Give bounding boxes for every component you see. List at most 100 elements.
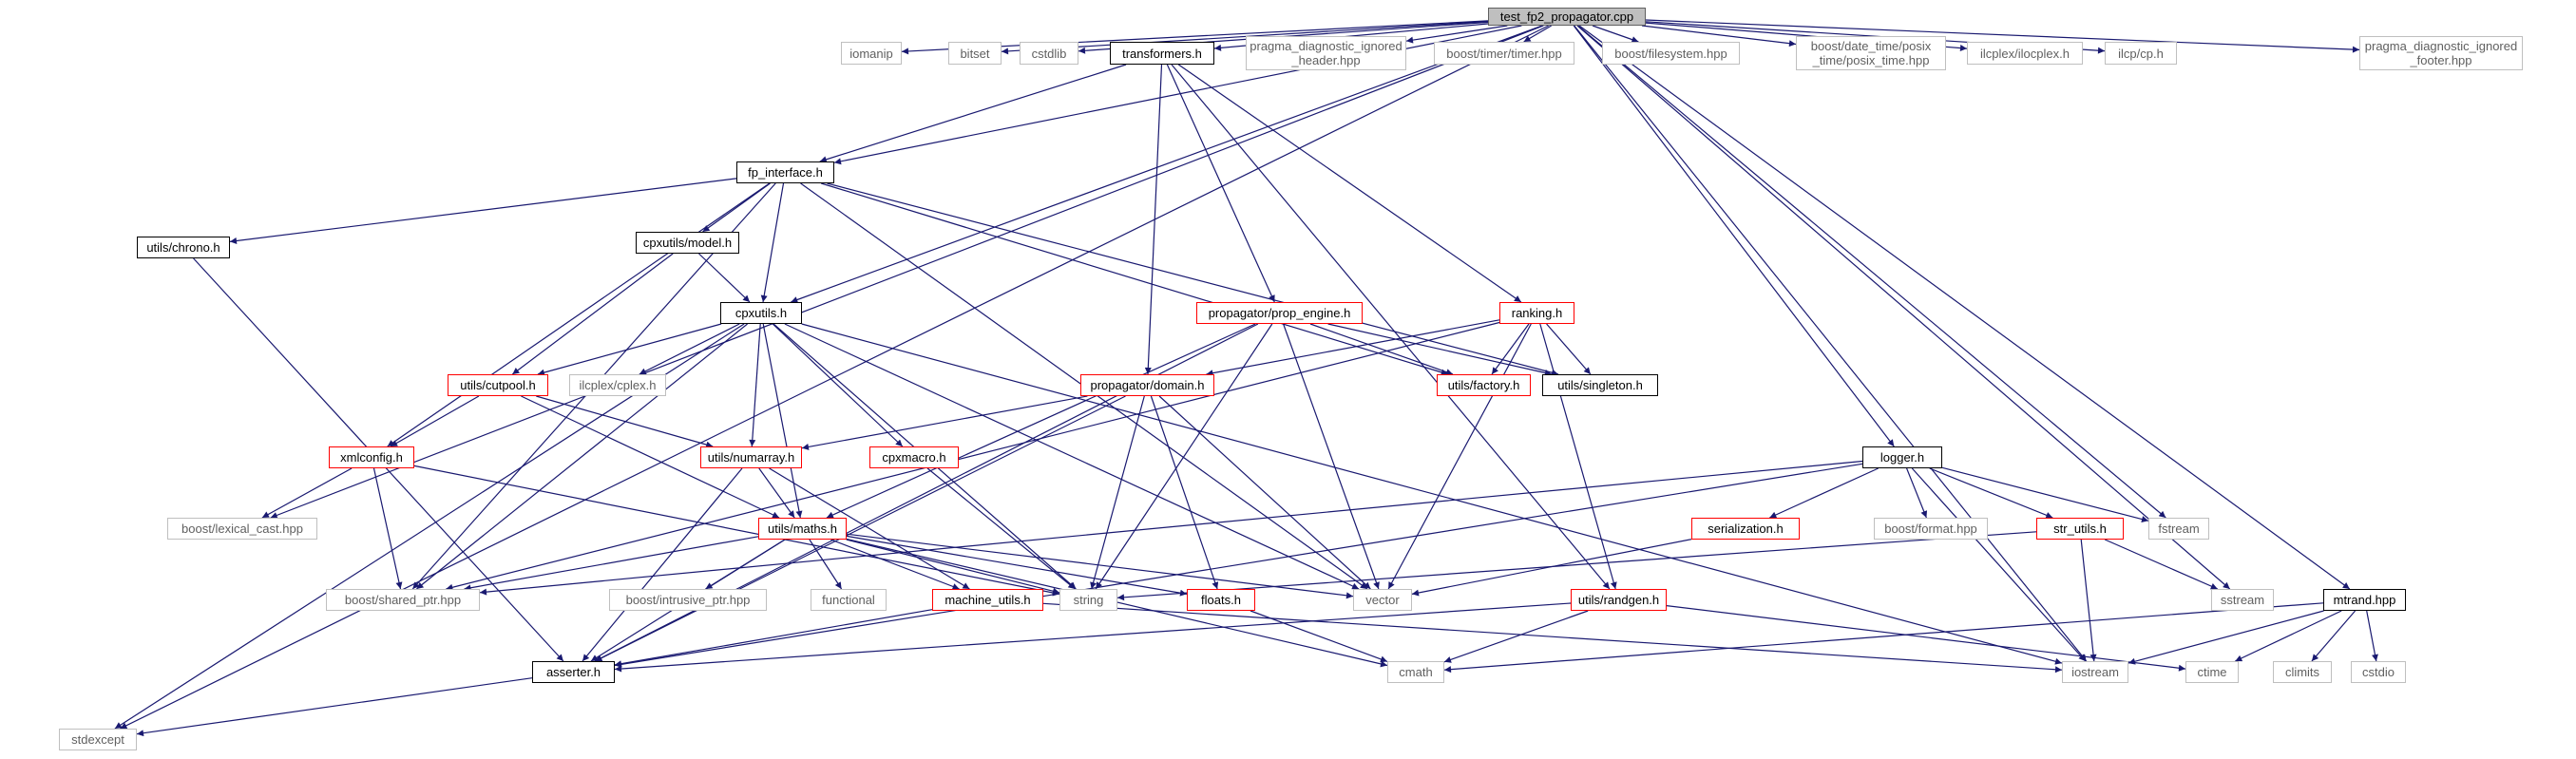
node-pragma-diagnostic-ignored-footer: pragma_diagnostic_ignored _footer.hpp — [2359, 36, 2523, 70]
node-propagator-domain-h[interactable]: propagator/domain.h — [1080, 374, 1214, 396]
edge-model-to-cutpool — [511, 253, 674, 375]
node-stdexcept: stdexcept — [59, 729, 137, 750]
node-cpxmacro-h[interactable]: cpxmacro.h — [869, 446, 959, 468]
node-propagator-prop-engine-h[interactable]: propagator/prop_engine.h — [1196, 302, 1363, 324]
edge-logger-to-asserter — [614, 463, 1863, 668]
node-ilcplex-ilocplex: ilcplex/ilocplex.h — [1967, 42, 2083, 65]
edge-prop_engine-to-factory — [1309, 323, 1454, 375]
node-fstream: fstream — [2148, 518, 2209, 540]
node-fp-interface-h[interactable]: fp_interface.h — [736, 161, 834, 183]
edge-maths-to-machine_utils — [830, 539, 960, 590]
edge-fp_interface-to-model — [702, 182, 771, 233]
edge-logger-to-iostream — [1911, 467, 2087, 662]
edge-logger-to-str_utils — [1929, 467, 2053, 519]
edge-floats-to-cmath — [1250, 610, 1388, 663]
edge-mtrand-to-climits — [2311, 610, 2357, 662]
edge-transformers_h-to-ranking — [1177, 64, 1522, 303]
node-boost-filesystem: boost/filesystem.hpp — [1602, 42, 1740, 65]
edge-root-to-bitset — [1001, 21, 1489, 55]
edge-cpxutils-to-numarray — [749, 323, 761, 447]
edge-str_utils-to-sstream — [2104, 539, 2219, 590]
edge-transformers_h-to-fp_interface — [819, 64, 1127, 163]
node-asserter-h[interactable]: asserter.h — [532, 661, 615, 683]
node-xmlconfig-h[interactable]: xmlconfig.h — [329, 446, 414, 468]
edge-ranking-to-singleton — [1546, 323, 1592, 375]
edge-cpxutils-to-cpxmacro — [772, 323, 904, 447]
node-logger-h[interactable]: logger.h — [1862, 446, 1942, 468]
edge-cpxutils-to-iostream — [801, 323, 2063, 665]
edge-transformers_h-to-domain — [1144, 64, 1163, 375]
node-utils-cutpool-h[interactable]: utils/cutpool.h — [448, 374, 548, 396]
edge-machine_utils-to-iostream — [1042, 602, 2063, 674]
edge-fp_interface-to-xmlconfig — [387, 182, 771, 447]
edge-ranking-to-factory — [1491, 323, 1530, 375]
edge-domain-to-vector — [1158, 395, 1371, 590]
edge-maths-to-vector — [846, 533, 1354, 599]
node-machine-utils-h[interactable]: machine_utils.h — [932, 589, 1043, 611]
node-bitset: bitset — [948, 42, 1002, 65]
node-transformers-h[interactable]: transformers.h — [1110, 42, 1214, 65]
node-mtrand-hpp[interactable]: mtrand.hpp — [2323, 589, 2406, 611]
node-cstdlib: cstdlib — [1020, 42, 1078, 65]
edge-domain-to-asserter — [595, 395, 1126, 662]
edge-cpxutils-to-maths — [762, 323, 803, 519]
edge-root-to-filesystem — [1592, 25, 1639, 43]
edge-cpxutils-to-vector — [784, 323, 1360, 590]
edge-mtrand-to-cstdio — [2366, 610, 2378, 662]
edge-randgen-to-asserter — [614, 602, 1572, 673]
edge-root-to-lexical_cast — [270, 25, 1544, 519]
edge-cutpool-to-maths — [521, 395, 780, 519]
edge-root-to-posix_time — [1641, 25, 1797, 47]
edge-mtrand-to-iostream — [2128, 610, 2324, 665]
node-utils-singleton-h[interactable]: utils/singleton.h — [1542, 374, 1658, 396]
node-utils-numarray-h[interactable]: utils/numarray.h — [700, 446, 802, 468]
node-ranking-h[interactable]: ranking.h — [1499, 302, 1574, 324]
edge-root-to-pragma_hdr — [1405, 25, 1508, 44]
node-iostream: iostream — [2062, 661, 2128, 683]
edge-logger-to-serialization — [1769, 467, 1879, 519]
edge-ranking-to-domain — [1206, 319, 1500, 377]
edge-prop_engine-to-string — [1095, 323, 1273, 590]
edge-root-to-sstream — [1576, 25, 2231, 590]
node-cstdio: cstdio — [2351, 661, 2406, 683]
node-utils-factory-h[interactable]: utils/factory.h — [1437, 374, 1531, 396]
edge-model-to-cpxutils — [698, 253, 751, 303]
edge-cpxutils-to-cutpool — [537, 323, 722, 376]
edge-logger-to-format_hpp — [1906, 467, 1928, 519]
edge-root-to-fp_interface — [833, 25, 1522, 165]
edge-cpxutils-to-shared_ptr — [416, 323, 748, 590]
node-serialization-h[interactable]: serialization.h — [1691, 518, 1800, 540]
edge-logger-to-fstream — [1941, 466, 2149, 522]
edge-numarray-to-asserter — [582, 467, 743, 662]
node-cmath: cmath — [1387, 661, 1444, 683]
node-cpxutils-h[interactable]: cpxutils.h — [720, 302, 802, 324]
edge-xmlconfig-to-shared_ptr — [372, 467, 403, 590]
edge-maths-to-string — [846, 539, 1060, 595]
node-cpxutils-model-h[interactable]: cpxutils/model.h — [636, 232, 739, 254]
edge-prop_engine-to-maths — [826, 323, 1256, 519]
node-iomanip: iomanip — [841, 42, 902, 65]
edge-machine_utils-to-asserter — [614, 609, 933, 668]
node-utils-randgen-h[interactable]: utils/randgen.h — [1571, 589, 1667, 611]
edge-ranking-to-shared_ptr — [446, 321, 1500, 591]
edge-domain-to-numarray — [801, 395, 1088, 450]
edge-str_utils-to-iostream — [2080, 539, 2097, 662]
edge-maths-to-floats — [846, 535, 1188, 597]
edge-fp_interface-to-chrono — [229, 178, 737, 245]
edge-cpxmacro-to-string — [926, 467, 1076, 590]
edge-fp_interface-to-factory — [821, 182, 1448, 376]
node-ctime: ctime — [2185, 661, 2239, 683]
node-utils-chrono-h[interactable]: utils/chrono.h — [137, 237, 230, 258]
edge-randgen-to-cmath — [1443, 610, 1589, 663]
edge-logger-to-shared_ptr — [479, 460, 1863, 596]
node-utils-maths-h[interactable]: utils/maths.h — [758, 518, 847, 540]
node-floats-h[interactable]: floats.h — [1187, 589, 1255, 611]
node-str-utils-h[interactable]: str_utils.h — [2036, 518, 2124, 540]
edge-ranking-to-randgen — [1539, 323, 1617, 590]
node-climits: climits — [2273, 661, 2332, 683]
node-ilcplex-cplex-h: ilcplex/cplex.h — [569, 374, 666, 396]
node-functional: functional — [811, 589, 887, 611]
node-pragma-diagnostic-ignored-header: pragma_diagnostic_ignored _header.hpp — [1246, 36, 1406, 70]
node-vector: vector — [1353, 589, 1412, 611]
